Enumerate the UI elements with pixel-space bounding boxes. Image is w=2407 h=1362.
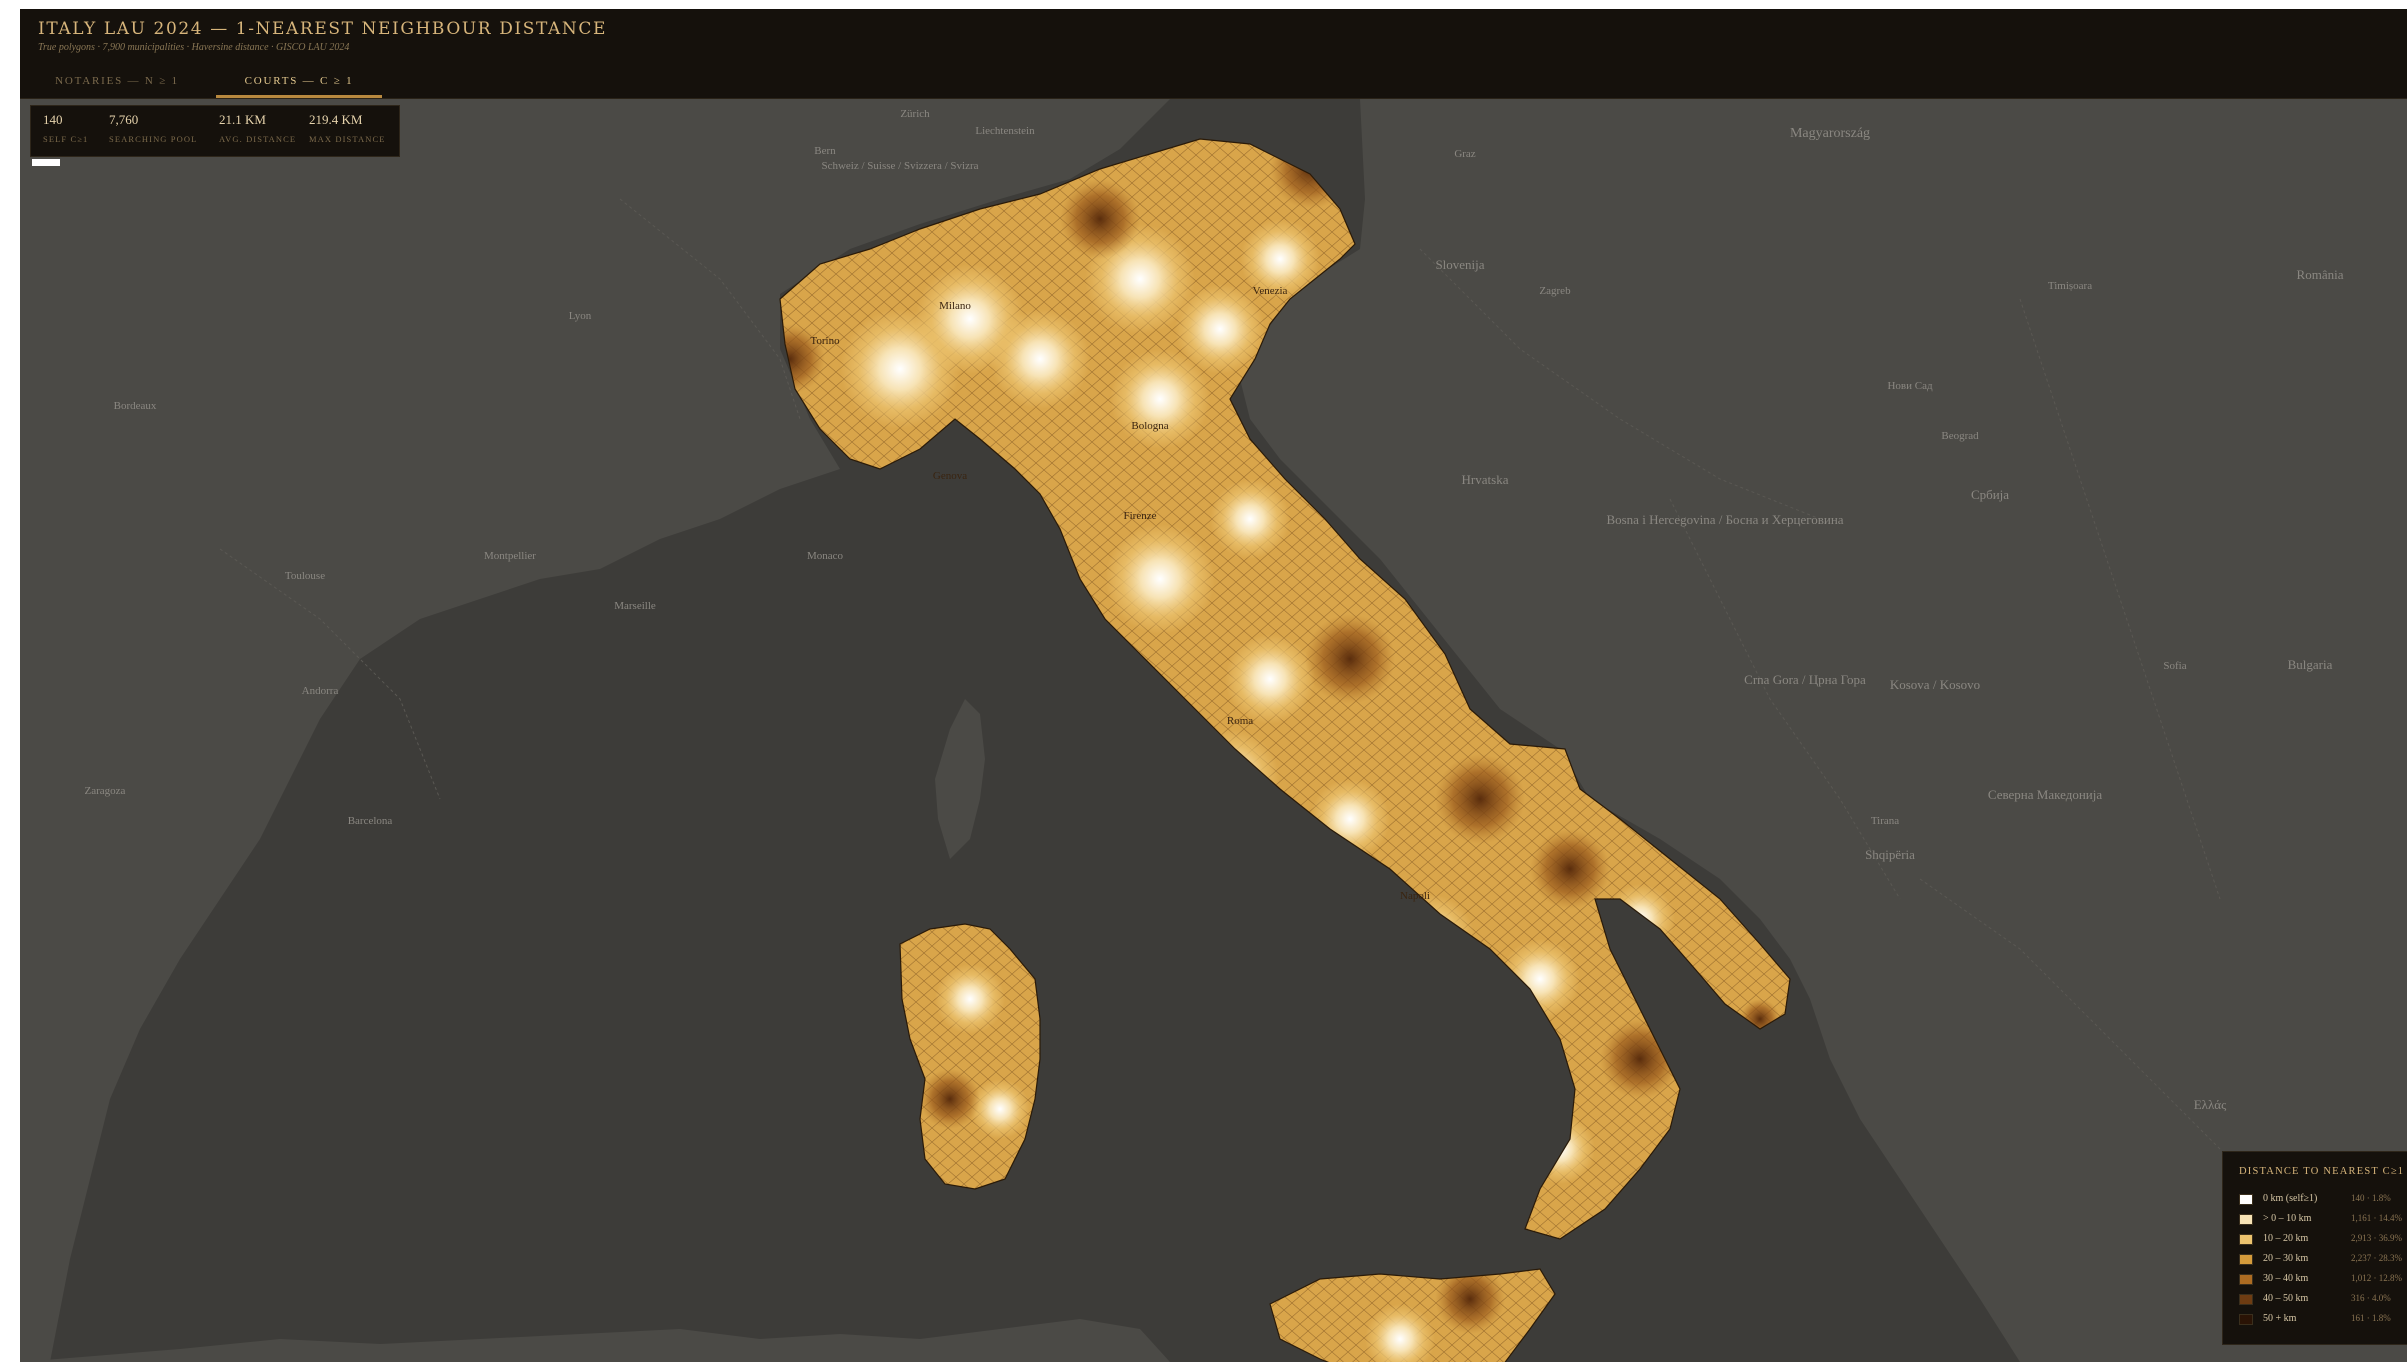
label-genova: Genova	[933, 470, 967, 482]
legend-swatch	[2239, 1194, 2253, 1205]
label-andorra: Andorra	[302, 685, 339, 697]
stat-avg-value: 21.1 KM	[219, 112, 266, 127]
label-firenze: Firenze	[1124, 510, 1157, 522]
legend-item[interactable]: 30 – 40 km 1,012 · 12.8%	[2239, 1272, 2407, 1288]
stat-self-label: SELF C≥1	[43, 134, 89, 144]
legend-item[interactable]: 50 + km 161 · 1.8%	[2239, 1312, 2407, 1328]
legend-swatch	[2239, 1254, 2253, 1265]
label-crna-gora: Crna Gora / Црна Гора	[1744, 672, 1866, 687]
header-bar: ITALY LAU 2024 — 1-NEAREST NEIGHBOUR DIS…	[20, 9, 2407, 65]
label-toulouse: Toulouse	[285, 570, 325, 582]
stat-self-value: 140	[43, 112, 63, 127]
tab-courts[interactable]: COURTS — C ≥ 1	[216, 64, 382, 98]
label-milano: Milano	[939, 300, 971, 312]
label-hrvatska: Hrvatska	[1462, 472, 1509, 487]
label-venezia: Venezia	[1253, 285, 1288, 297]
stat-pool-value: 7,760	[109, 112, 139, 127]
label-makedonija: Северна Македонија	[1988, 787, 2102, 802]
legend-item[interactable]: 40 – 50 km 316 · 4.0%	[2239, 1292, 2407, 1308]
label-shqiperia: Shqipëria	[1865, 847, 1915, 862]
label-roma: Roma	[1227, 715, 1253, 727]
legend-title: DISTANCE TO NEAREST C≥1	[2239, 1166, 2405, 1177]
legend-count: 161 · 1.8%	[2351, 1313, 2391, 1323]
stat-avg: 21.1 KM AVG. DISTANCE	[219, 112, 296, 144]
label-zurich: Zürich	[900, 108, 930, 120]
map-canvas[interactable]: Zürich Liechtenstein Bern Schweiz / Suis…	[20, 99, 2407, 1362]
label-srbija: Србија	[1971, 487, 2009, 502]
legend-panel: DISTANCE TO NEAREST C≥1 0 km (self≥1) 140…	[2222, 1151, 2407, 1345]
app-window: ITALY LAU 2024 — 1-NEAREST NEIGHBOUR DIS…	[20, 9, 2407, 1362]
label-magyarorszag: Magyarország	[1790, 126, 1870, 141]
label-romania: România	[2297, 267, 2344, 282]
label-bulgaria: Bulgaria	[2288, 657, 2333, 672]
tab-bar: NOTARIES — N ≥ 1 COURTS — C ≥ 1	[20, 64, 2407, 99]
stat-avg-label: AVG. DISTANCE	[219, 134, 297, 144]
label-liechtenstein: Liechtenstein	[975, 125, 1035, 137]
tab-notaries[interactable]: NOTARIES — N ≥ 1	[55, 75, 179, 87]
label-bordeaux: Bordeaux	[114, 400, 157, 412]
legend-count: 1,161 · 14.4%	[2351, 1213, 2402, 1223]
label-zagreb: Zagreb	[1539, 285, 1571, 297]
legend-item[interactable]: 20 – 30 km 2,237 · 28.3%	[2239, 1252, 2407, 1268]
legend-swatch	[2239, 1234, 2253, 1245]
legend-label: 20 – 30 km	[2263, 1253, 2309, 1264]
label-ellas: Ελλάς	[2194, 1097, 2227, 1112]
label-torino: Torino	[810, 335, 840, 347]
legend-swatch	[2239, 1314, 2253, 1325]
label-bologna: Bologna	[1131, 420, 1168, 432]
legend-label: > 0 – 10 km	[2263, 1213, 2312, 1224]
legend-item[interactable]: 10 – 20 km 2,913 · 36.9%	[2239, 1232, 2407, 1248]
italy-outline	[779, 138, 1791, 1362]
stat-max-label: MAX DISTANCE	[309, 134, 386, 144]
legend-count: 140 · 1.8%	[2351, 1193, 2391, 1203]
label-sofia: Sofia	[2163, 660, 2186, 672]
legend-count: 1,012 · 12.8%	[2351, 1273, 2402, 1283]
legend-swatch	[2239, 1294, 2253, 1305]
label-monaco: Monaco	[807, 550, 844, 562]
label-lyon: Lyon	[569, 310, 592, 322]
stat-pool: 7,760 SEARCHING POOL	[109, 112, 197, 144]
legend-count: 316 · 4.0%	[2351, 1293, 2391, 1303]
label-kosova: Kosova / Kosovo	[1890, 677, 1980, 692]
stat-pool-label: SEARCHING POOL	[109, 134, 198, 144]
label-graz: Graz	[1454, 148, 1475, 160]
label-marseille: Marseille	[614, 600, 656, 612]
legend-count: 2,913 · 36.9%	[2351, 1233, 2402, 1243]
legend-count: 2,237 · 28.3%	[2351, 1253, 2402, 1263]
label-novi-sad: Нови Сад	[1887, 380, 1932, 392]
legend-label: 10 – 20 km	[2263, 1233, 2309, 1244]
surrounding-land	[20, 99, 2407, 1362]
land-borders	[219, 198, 2221, 1150]
label-napoli: Napoli	[1400, 890, 1430, 902]
page-subtitle: True polygons · 7,900 municipalities · H…	[38, 42, 350, 53]
stats-panel: 140 SELF C≥1 7,760 SEARCHING POOL 21.1 K…	[30, 105, 400, 157]
label-slovenija: Slovenija	[1435, 257, 1484, 272]
legend-item[interactable]: 0 km (self≥1) 140 · 1.8%	[2239, 1192, 2407, 1208]
legend-label: 40 – 50 km	[2263, 1293, 2309, 1304]
legend-swatch	[2239, 1214, 2253, 1225]
label-bosna: Bosna i Hercegovina / Босна и Херцеговин…	[1606, 512, 1843, 527]
label-schweiz: Schweiz / Suisse / Svizzera / Svizra	[821, 160, 978, 172]
label-tirana: Tirana	[1871, 815, 1899, 827]
label-montpellier: Montpellier	[484, 550, 536, 562]
stat-self: 140 SELF C≥1	[43, 112, 88, 144]
legend-label: 50 + km	[2263, 1313, 2297, 1324]
legend-swatch	[2239, 1274, 2253, 1285]
label-zaragoza: Zaragoza	[85, 785, 126, 797]
label-timisoara: Timișoara	[2048, 280, 2092, 292]
map-place-labels: Zürich Liechtenstein Bern Schweiz / Suis…	[85, 108, 2344, 1112]
label-bern: Bern	[814, 145, 836, 157]
selected-class-chip	[32, 159, 60, 166]
legend-label: 0 km (self≥1)	[2263, 1193, 2318, 1204]
stat-max-value: 219.4 KM	[309, 112, 363, 127]
label-beograd: Beograd	[1941, 430, 1979, 442]
label-barcelona: Barcelona	[348, 815, 393, 827]
stat-max: 219.4 KM MAX DISTANCE	[309, 112, 386, 144]
legend-label: 30 – 40 km	[2263, 1273, 2309, 1284]
page-title: ITALY LAU 2024 — 1-NEAREST NEIGHBOUR DIS…	[38, 19, 607, 39]
legend-item[interactable]: > 0 – 10 km 1,161 · 14.4%	[2239, 1212, 2407, 1228]
